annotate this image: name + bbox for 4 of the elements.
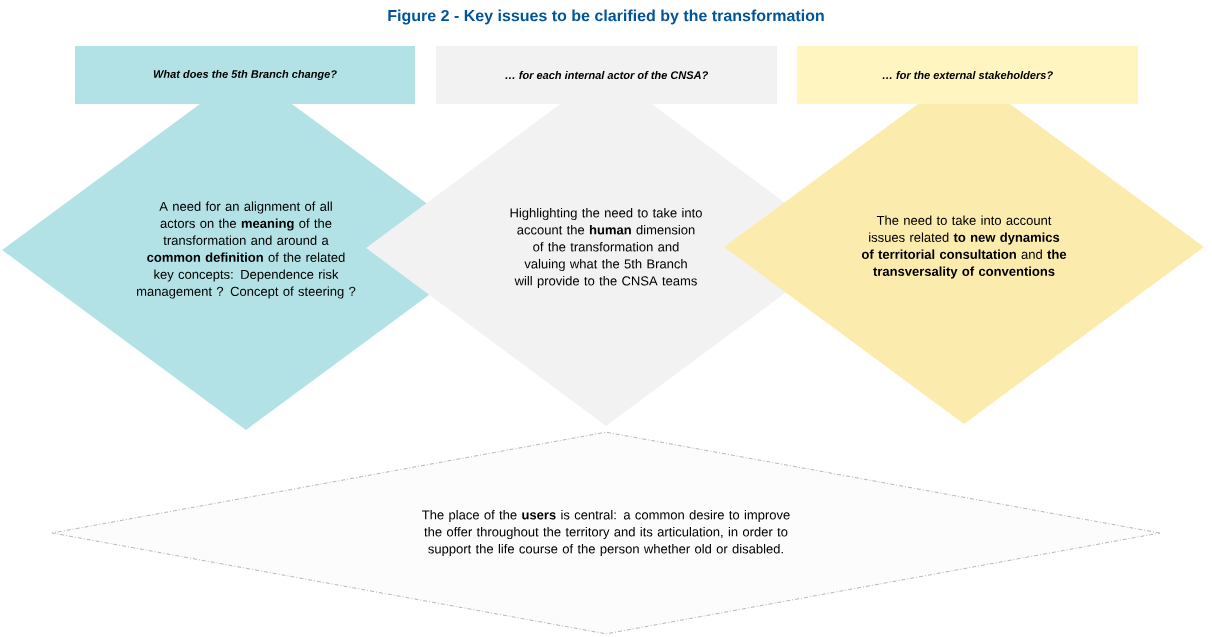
figure-title: Figure 2 - Key issues to be clarified by the transformation: [388, 9, 824, 25]
header-box: … for the external stakeholders?: [797, 46, 1138, 104]
header-box: What does the 5th Branch change?: [75, 46, 415, 104]
header-box: … for each internal actor of the CNSA?: [436, 46, 777, 104]
